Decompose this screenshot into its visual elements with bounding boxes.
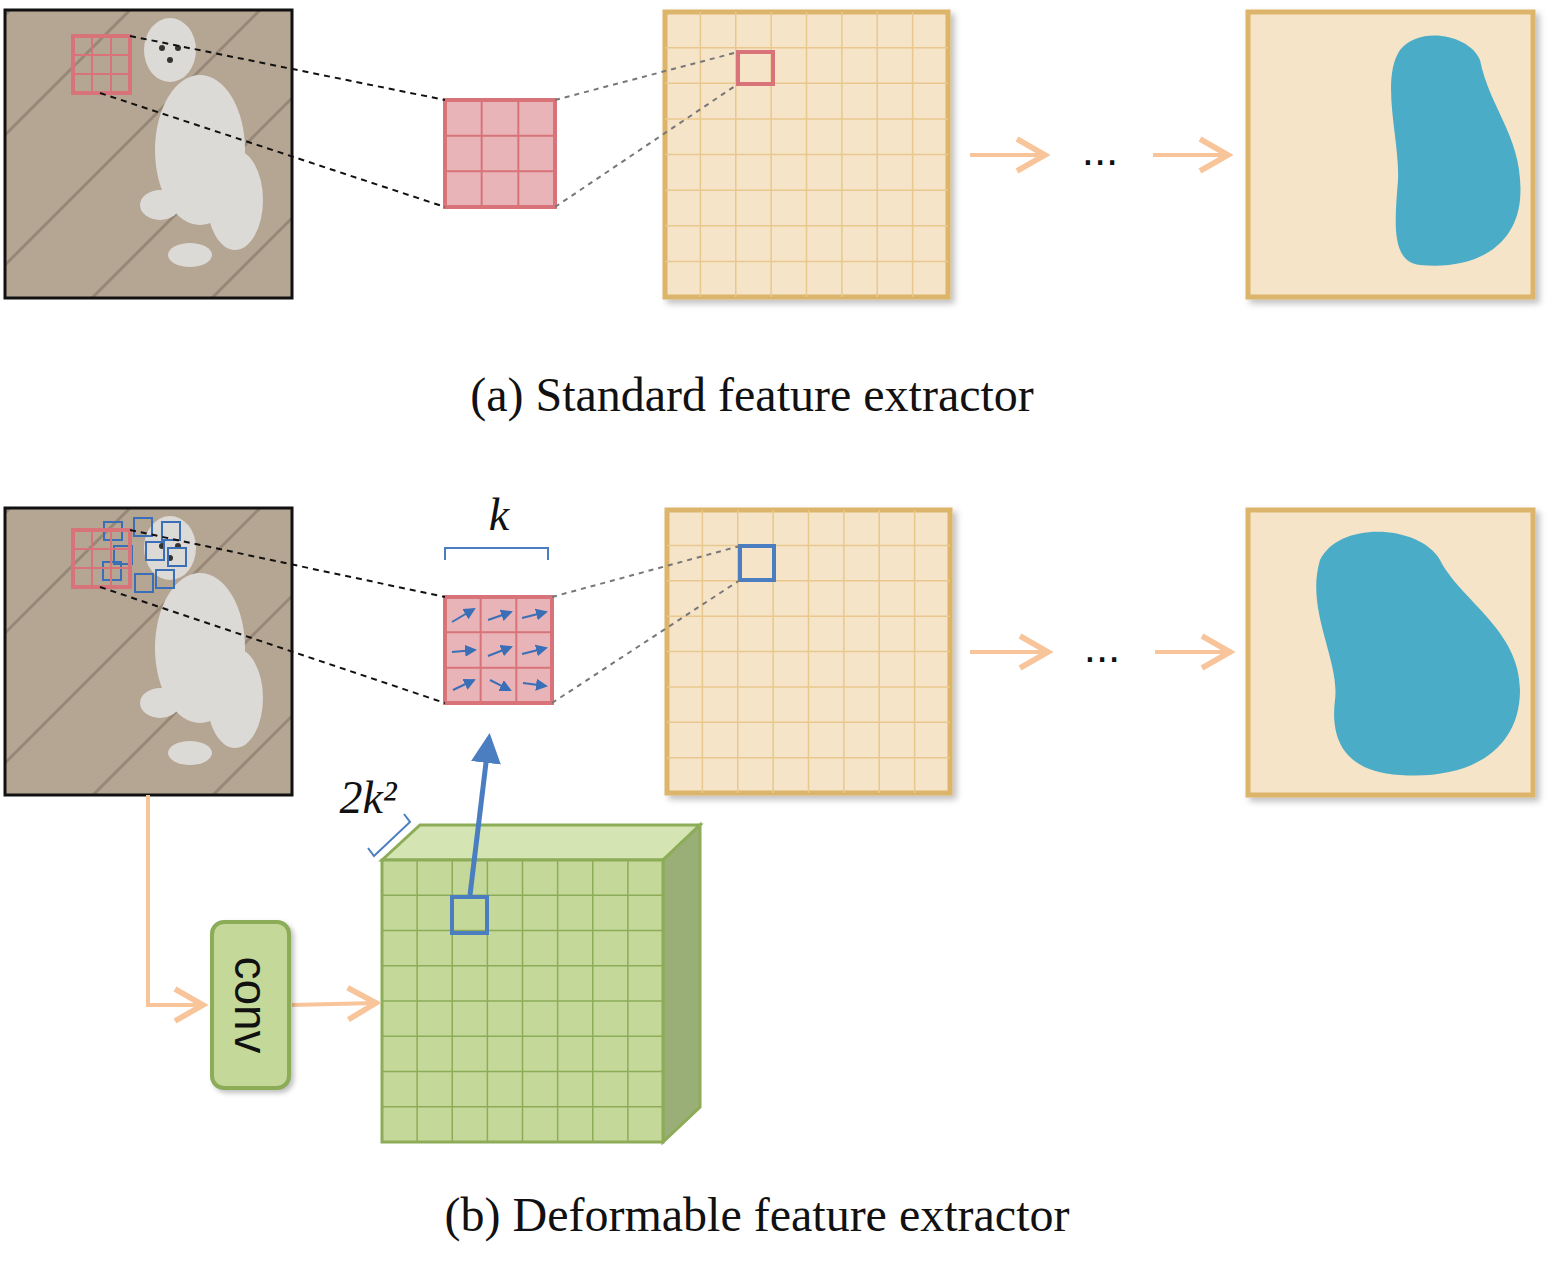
subcaption: (a) Standard feature extractor	[470, 367, 1034, 422]
offset-arrows	[452, 609, 546, 690]
kernel	[445, 100, 555, 207]
photo-frame	[5, 10, 292, 298]
ellipsis: ...	[1082, 125, 1119, 176]
output-map	[1248, 510, 1533, 795]
receptive-field	[73, 36, 130, 93]
cube-top	[382, 825, 700, 860]
offset-field	[382, 860, 663, 1142]
bracket	[445, 548, 548, 560]
output-map	[1248, 12, 1533, 297]
feature-map	[665, 12, 948, 297]
dog-photo	[5, 10, 292, 298]
output-cell	[740, 546, 774, 580]
conv-box: conv	[210, 920, 291, 1090]
feature-grid	[667, 510, 950, 793]
receptive-grid	[73, 530, 130, 587]
offset-cell	[452, 897, 487, 933]
segmentation-blob	[1316, 532, 1520, 776]
node-label: conv	[228, 956, 274, 1053]
output-cell	[738, 52, 773, 84]
kernel-grid	[445, 597, 552, 703]
offset-grid	[382, 860, 663, 1142]
ellipsis: ...	[1084, 622, 1121, 673]
projection-lines	[100, 36, 445, 703]
feature-map	[667, 510, 950, 793]
feature-grid	[665, 12, 948, 297]
subcaption: (b) Deformable feature extractor	[445, 1187, 1070, 1242]
kernel	[445, 597, 552, 703]
flow-arrows	[148, 155, 1230, 1005]
cube-side	[663, 825, 700, 1142]
kernel-grid	[445, 100, 555, 207]
segmentation-blob	[1391, 36, 1520, 266]
dog-photo	[5, 508, 292, 795]
dimension-label: 2k²	[339, 772, 396, 825]
grid-lines	[73, 12, 950, 1142]
dimension-label: k	[489, 489, 509, 542]
receptive-field	[73, 530, 130, 587]
photo-frame	[5, 508, 292, 795]
receptive-grid	[73, 36, 130, 93]
offset-arrow	[470, 738, 489, 895]
